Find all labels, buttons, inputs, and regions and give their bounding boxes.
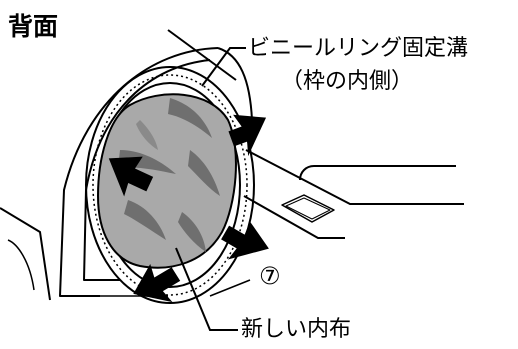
- machine-body: [0, 29, 464, 301]
- groove-sublabel: （枠の内側）: [281, 69, 414, 94]
- arrow-icon: [133, 263, 181, 303]
- arrow-icon: [221, 221, 269, 260]
- groove-label: ビニールリング固定溝: [248, 36, 469, 61]
- push-arrows: [108, 114, 269, 303]
- leader-lines: [175, 47, 246, 331]
- step-number: ⑦: [259, 262, 281, 290]
- page-title: 背面: [8, 12, 59, 41]
- new-inner-cloth: [96, 93, 237, 269]
- arrow-icon: [108, 156, 154, 197]
- arrow-icon: [228, 114, 267, 157]
- new-cloth-label: 新しい内布: [241, 317, 352, 342]
